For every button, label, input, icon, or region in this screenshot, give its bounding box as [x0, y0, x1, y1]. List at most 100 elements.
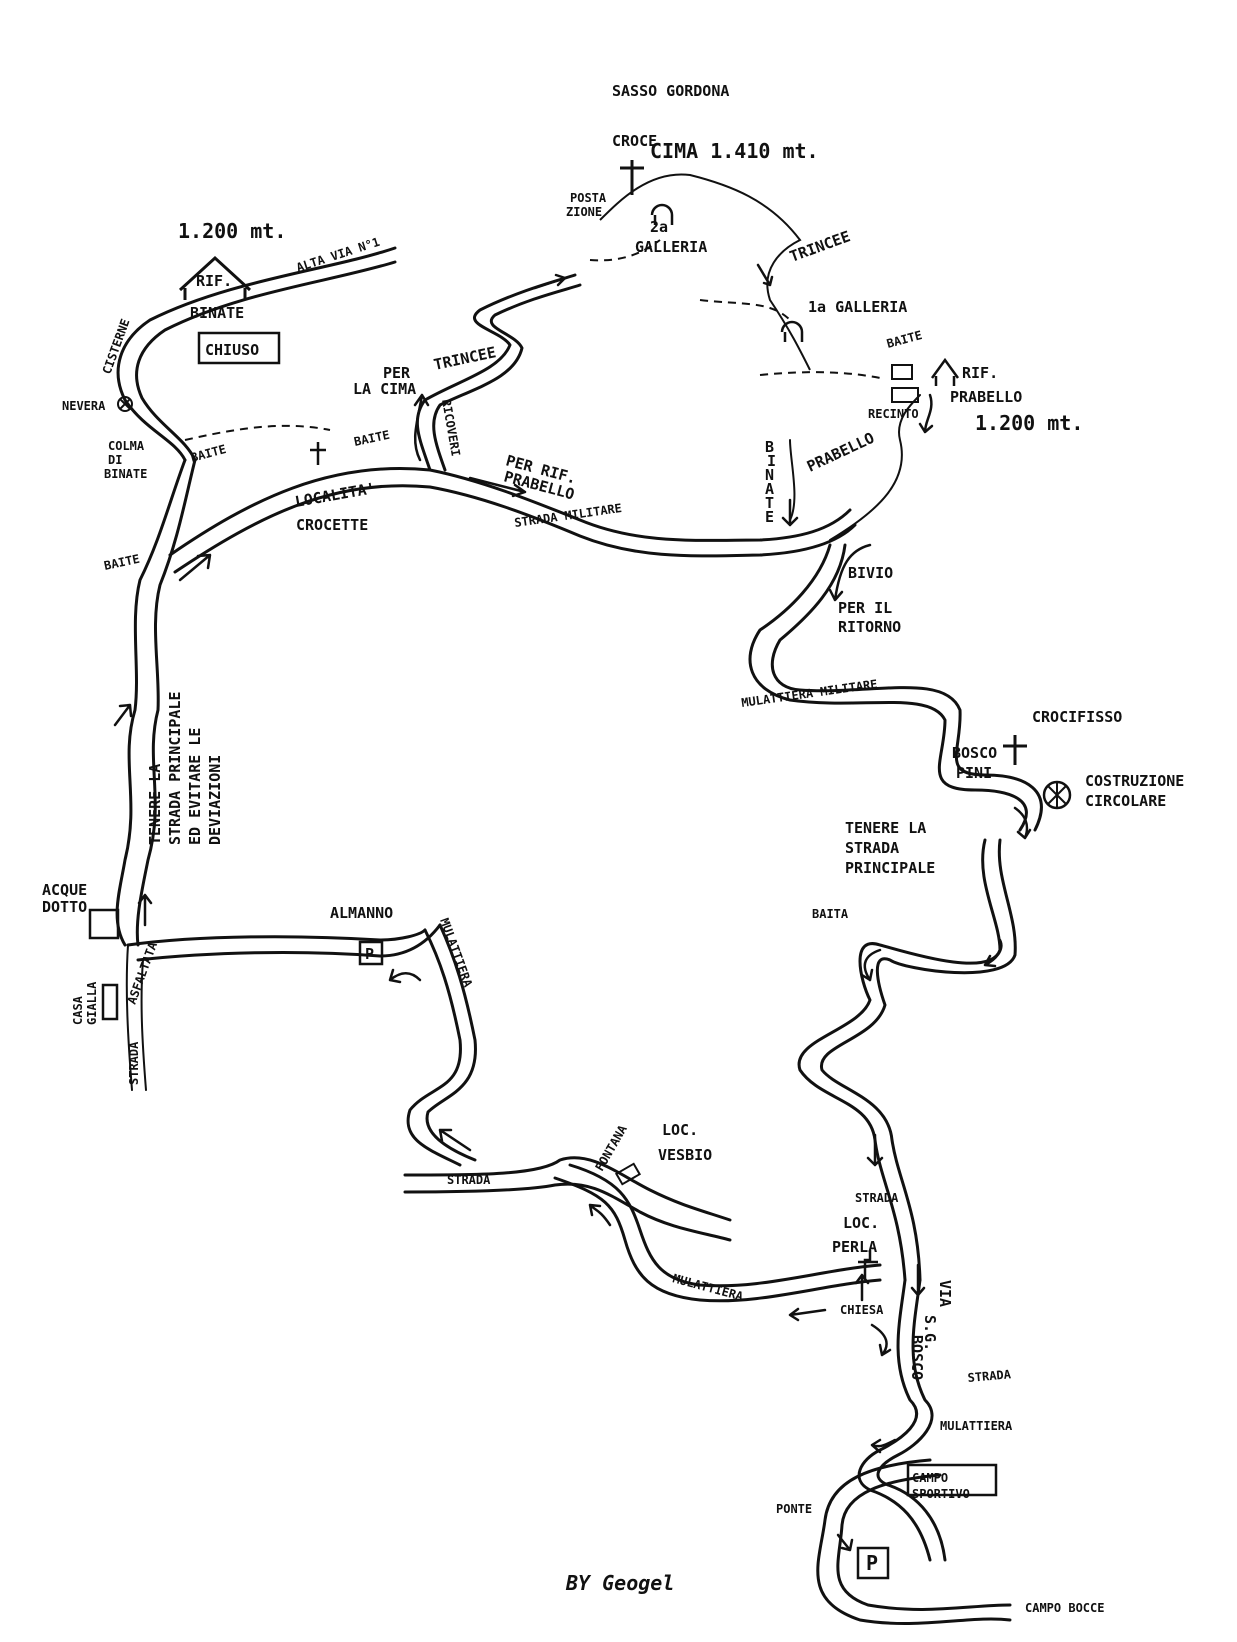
summit-cross-icon [620, 160, 644, 195]
arrow-chiesa-up [854, 1273, 870, 1302]
arrow-almanno-strada [438, 1128, 472, 1152]
binate-sign-t: T [765, 494, 774, 512]
road-campo-inner [836, 1473, 1012, 1611]
crocette-baite-label: BAITE [353, 428, 391, 449]
parking-campo-label: P [866, 1551, 878, 1575]
road-bosco-inner [876, 1278, 947, 1562]
colma-line2: DI [108, 453, 122, 467]
arrow-crocette [178, 553, 212, 582]
road-east-inner [820, 838, 1017, 1282]
campo-bocce-label: CAMPO BOCCE [1025, 1601, 1104, 1615]
peak-name: SASSO GORDONA [612, 82, 729, 100]
ponte-label: PONTE [776, 1502, 812, 1516]
campo-sportivo-line2: SPORTIVO [912, 1487, 970, 1501]
acque-line2: DOTTO [42, 898, 87, 916]
arrow-bosco-down [983, 938, 1003, 968]
cisterne-label: CISTERNE [100, 317, 133, 376]
binate-sign-a: A [765, 480, 774, 498]
recinto-label: RECINTO [868, 407, 919, 421]
prabello-name: PRABELLO [950, 388, 1022, 406]
arrow-per-la-cima [413, 393, 430, 462]
arrow-mulattiera-perla [788, 1307, 827, 1322]
prabello-altitude: 1.200 mt. [975, 411, 1083, 435]
tenere-west-line1: TENERE LA [146, 764, 164, 845]
per-la-cima-line1: PER [383, 364, 411, 382]
vesbio-loc-line1: LOC. [662, 1121, 698, 1139]
arrow-almanno-parking [388, 968, 422, 984]
casa-line1: CASA [71, 995, 85, 1025]
campo-sportivo-box [906, 1463, 998, 1497]
arrow-parking-campo [836, 1533, 854, 1552]
road-strada-west [125, 944, 133, 1091]
nevera-label: NEVERA [62, 399, 106, 413]
binate-sign-i: I [767, 452, 776, 470]
road-west-outer [115, 458, 187, 947]
fontana-icon [614, 1162, 642, 1186]
road-almanno-outer [406, 928, 462, 1167]
dashed-prabello [759, 371, 881, 379]
road-crocette-outer [168, 466, 852, 557]
peak-cross-label: CROCE [612, 132, 657, 150]
binate-sign-b: B [765, 438, 774, 456]
localita-line2: CROCETTE [296, 516, 368, 534]
road-binate-west-inner [135, 260, 397, 462]
trail-summit-inner [432, 283, 582, 472]
arrow-bivio [828, 543, 872, 602]
arrow-costruzione [1013, 806, 1032, 840]
ritorno-line2: RITORNO [838, 618, 901, 636]
arrow-acquedotto [137, 893, 153, 927]
binate-name: BINATE [190, 304, 244, 322]
road-west-inner [135, 458, 197, 947]
ricoveri-label: RICOVERI [439, 398, 463, 457]
arrow-baita [860, 948, 882, 982]
crocifisso-label: CROCIFISSO [1032, 708, 1122, 726]
galleria-2-label: GALLERIA [635, 238, 707, 256]
mulattiera-militare-label: MULATTIERA MILITARE [740, 677, 878, 710]
almanno-label: ALMANNO [330, 904, 393, 922]
road-mulattiera-vesbio-inner [553, 1176, 882, 1303]
perla-mulattiera-label: MULATTIERA [940, 1419, 1013, 1433]
chiuso-box [197, 331, 281, 365]
binate-sign-e: E [765, 508, 774, 526]
west-baite-label: BAITE [103, 552, 141, 573]
binate-baite-label: BAITE [189, 442, 228, 465]
arrow-campo-up [870, 1438, 897, 1454]
colma-line3: BINATE [104, 467, 147, 481]
nevera-icon [117, 396, 133, 412]
trail-binate-sign [789, 439, 796, 521]
strada-west-label: STRADA [127, 1041, 141, 1085]
arrow-via-bosco [910, 1263, 926, 1297]
acque-line1: ACQUE [42, 881, 87, 899]
road-strada-vesbio [403, 1156, 732, 1222]
tenere-west-line3: ED EVITARE LE [186, 728, 204, 845]
galleria-1-label: 1a GALLERIA [808, 298, 907, 316]
tenere-east-line3: PRINCIPALE [845, 859, 935, 877]
prabello-baite-label: BAITE [885, 328, 924, 351]
casa-gialla-box [101, 983, 119, 1021]
costruzione-line2: CIRCOLARE [1085, 792, 1166, 810]
dashed-galleria [589, 239, 661, 262]
campo-sportivo-line1: CAMPO [912, 1471, 948, 1485]
arrow-east-down [866, 1133, 884, 1167]
colma-line1: COLMA [108, 439, 145, 453]
arrow-summit-trail [533, 273, 567, 290]
crocette-cross-icon [310, 442, 326, 465]
road-mulattiera-militare-inner [770, 543, 1043, 832]
fontana-label: FONTANA [592, 1122, 630, 1173]
baita-label: BAITA [812, 907, 849, 921]
chiesa-label: CHIESA [840, 1303, 884, 1317]
arrow-vesbio [588, 1203, 612, 1227]
binate-rif-label: RIF. [196, 272, 232, 290]
recinto-icon [891, 387, 919, 403]
crocifisso-icon [1003, 735, 1027, 765]
parking-almanno-label: P [365, 945, 374, 963]
road-strada-vesbio-2 [403, 1182, 732, 1242]
road-east-outer [797, 838, 1002, 1282]
prabello-sign-label: PRABELLO [804, 429, 877, 476]
dashed-baite-to-crocette [184, 424, 331, 441]
parking-campo-box [856, 1546, 890, 1580]
binate-status: CHIUSO [205, 341, 259, 359]
arrow-prabello-down [918, 393, 934, 434]
binate-sign-n: N [765, 466, 774, 484]
vesbio-mulattiera-label: MULATTIERA [671, 1271, 745, 1303]
